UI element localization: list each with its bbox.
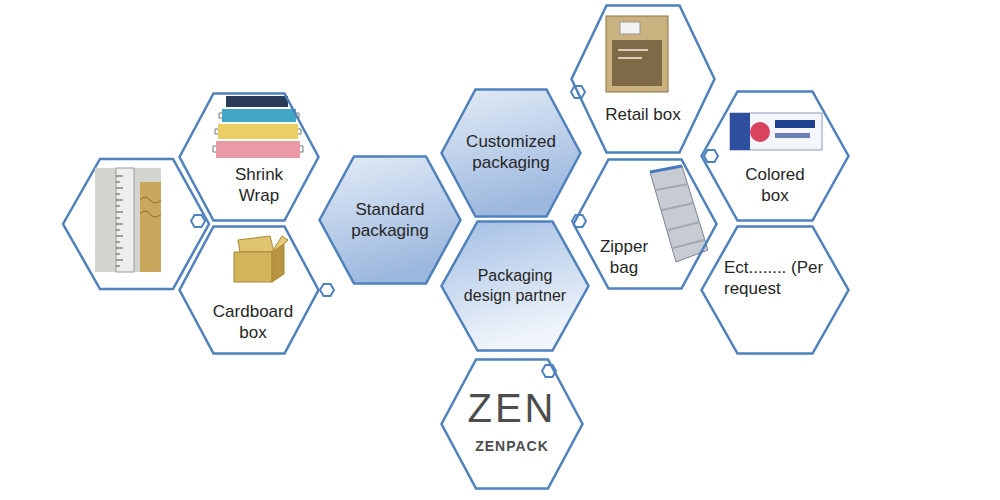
mat-teeth	[213, 113, 303, 152]
bag-stripes	[656, 184, 704, 248]
box-body	[730, 113, 822, 150]
photo-ground	[95, 168, 161, 272]
link-marker	[320, 284, 334, 296]
ruler	[116, 168, 134, 272]
mat	[226, 96, 288, 107]
box-outer	[606, 16, 668, 92]
hexagon-outline	[442, 360, 583, 489]
text-holder: Retail box	[605, 104, 681, 125]
hexagon-outline	[572, 6, 715, 153]
hexagon-node: Standard packaging	[318, 155, 462, 285]
ruler-ticks	[116, 176, 123, 266]
box-print	[775, 133, 810, 138]
link-marker	[704, 150, 718, 162]
text-holder: Colored box	[735, 164, 815, 207]
link-marker	[191, 215, 205, 227]
bag-zip	[650, 166, 682, 172]
cardboard-box-photo	[234, 236, 288, 282]
hexagon-node: Retail box	[570, 4, 716, 154]
node-label: Retail box	[605, 104, 681, 125]
link-markers	[191, 86, 718, 377]
hexagon-shape	[440, 220, 590, 352]
box-flap	[238, 236, 274, 252]
text-holder: Packaging design partner	[459, 266, 571, 306]
hexagon-node: Ect........ (Per request	[700, 225, 850, 355]
text-holder: ZEN	[452, 386, 572, 430]
mat	[218, 124, 298, 139]
hexagon-shape	[440, 88, 582, 218]
node-sublabel: ZENPACK	[452, 438, 572, 456]
node-label: Ect........ (Per request	[724, 257, 836, 300]
hexagon-outline	[63, 159, 209, 289]
cardboard-edge	[140, 182, 161, 272]
box-item	[620, 22, 640, 34]
box-print	[750, 122, 770, 142]
hexagon-node: Cardboard box	[178, 225, 320, 355]
node-label: Packaging design partner	[459, 266, 571, 306]
hexagon-shape	[570, 4, 716, 154]
mat	[216, 141, 300, 158]
node-label: Colored box	[735, 164, 815, 207]
text-holder: Customized packaging	[456, 131, 566, 174]
hexagon-outline	[702, 227, 849, 354]
hexagon-outline	[180, 94, 319, 221]
node-label: ZEN	[452, 386, 572, 430]
node-label: Standard packaging	[340, 199, 440, 242]
colored-box-photo	[730, 113, 822, 150]
hexagon-node: Colored box	[700, 90, 850, 222]
text-holder: Standard packaging	[340, 199, 440, 242]
node-label: Customized packaging	[456, 131, 566, 174]
box-print	[775, 120, 815, 128]
hexagon-node: Customized packaging	[440, 88, 582, 218]
hexagon-shape	[572, 158, 718, 290]
hexagon-node: Packaging design partner	[440, 220, 590, 352]
text-holder: Zipper bag	[588, 236, 660, 279]
node-label: Shrink Wrap	[216, 164, 302, 207]
photo-hexagon	[63, 159, 209, 289]
node-label: Cardboard box	[206, 301, 300, 344]
hexagon-outline	[180, 227, 319, 354]
box-inner	[612, 40, 662, 86]
hexagon-outline	[320, 157, 461, 284]
text-holder: ZENPACK	[452, 438, 572, 456]
retail-box-photo	[606, 16, 668, 92]
hexagon-outline	[442, 90, 581, 217]
zipper-bag-photo	[650, 166, 708, 262]
corrugation	[140, 197, 161, 217]
hexagon-outline	[442, 222, 589, 351]
text-holder: Shrink Wrap	[216, 164, 302, 207]
text-holder: Cardboard box	[206, 301, 300, 344]
box-detail	[618, 50, 648, 58]
hexagon-node: Zipper bag	[572, 158, 718, 290]
hexagon-outline	[702, 92, 849, 221]
text-holder: Ect........ (Per request	[724, 257, 836, 300]
box-flap	[272, 236, 288, 252]
hexagon-node: Shrink Wrap	[178, 92, 320, 222]
mat	[222, 109, 296, 122]
box-front	[234, 252, 272, 282]
hexagon-shape	[318, 155, 462, 285]
node-label: Zipper bag	[588, 236, 660, 279]
box-band	[730, 113, 750, 150]
bag-body	[650, 166, 708, 262]
hexagon-outline	[574, 160, 717, 289]
hexagon-node: ZEN ZENPACK	[440, 358, 584, 490]
